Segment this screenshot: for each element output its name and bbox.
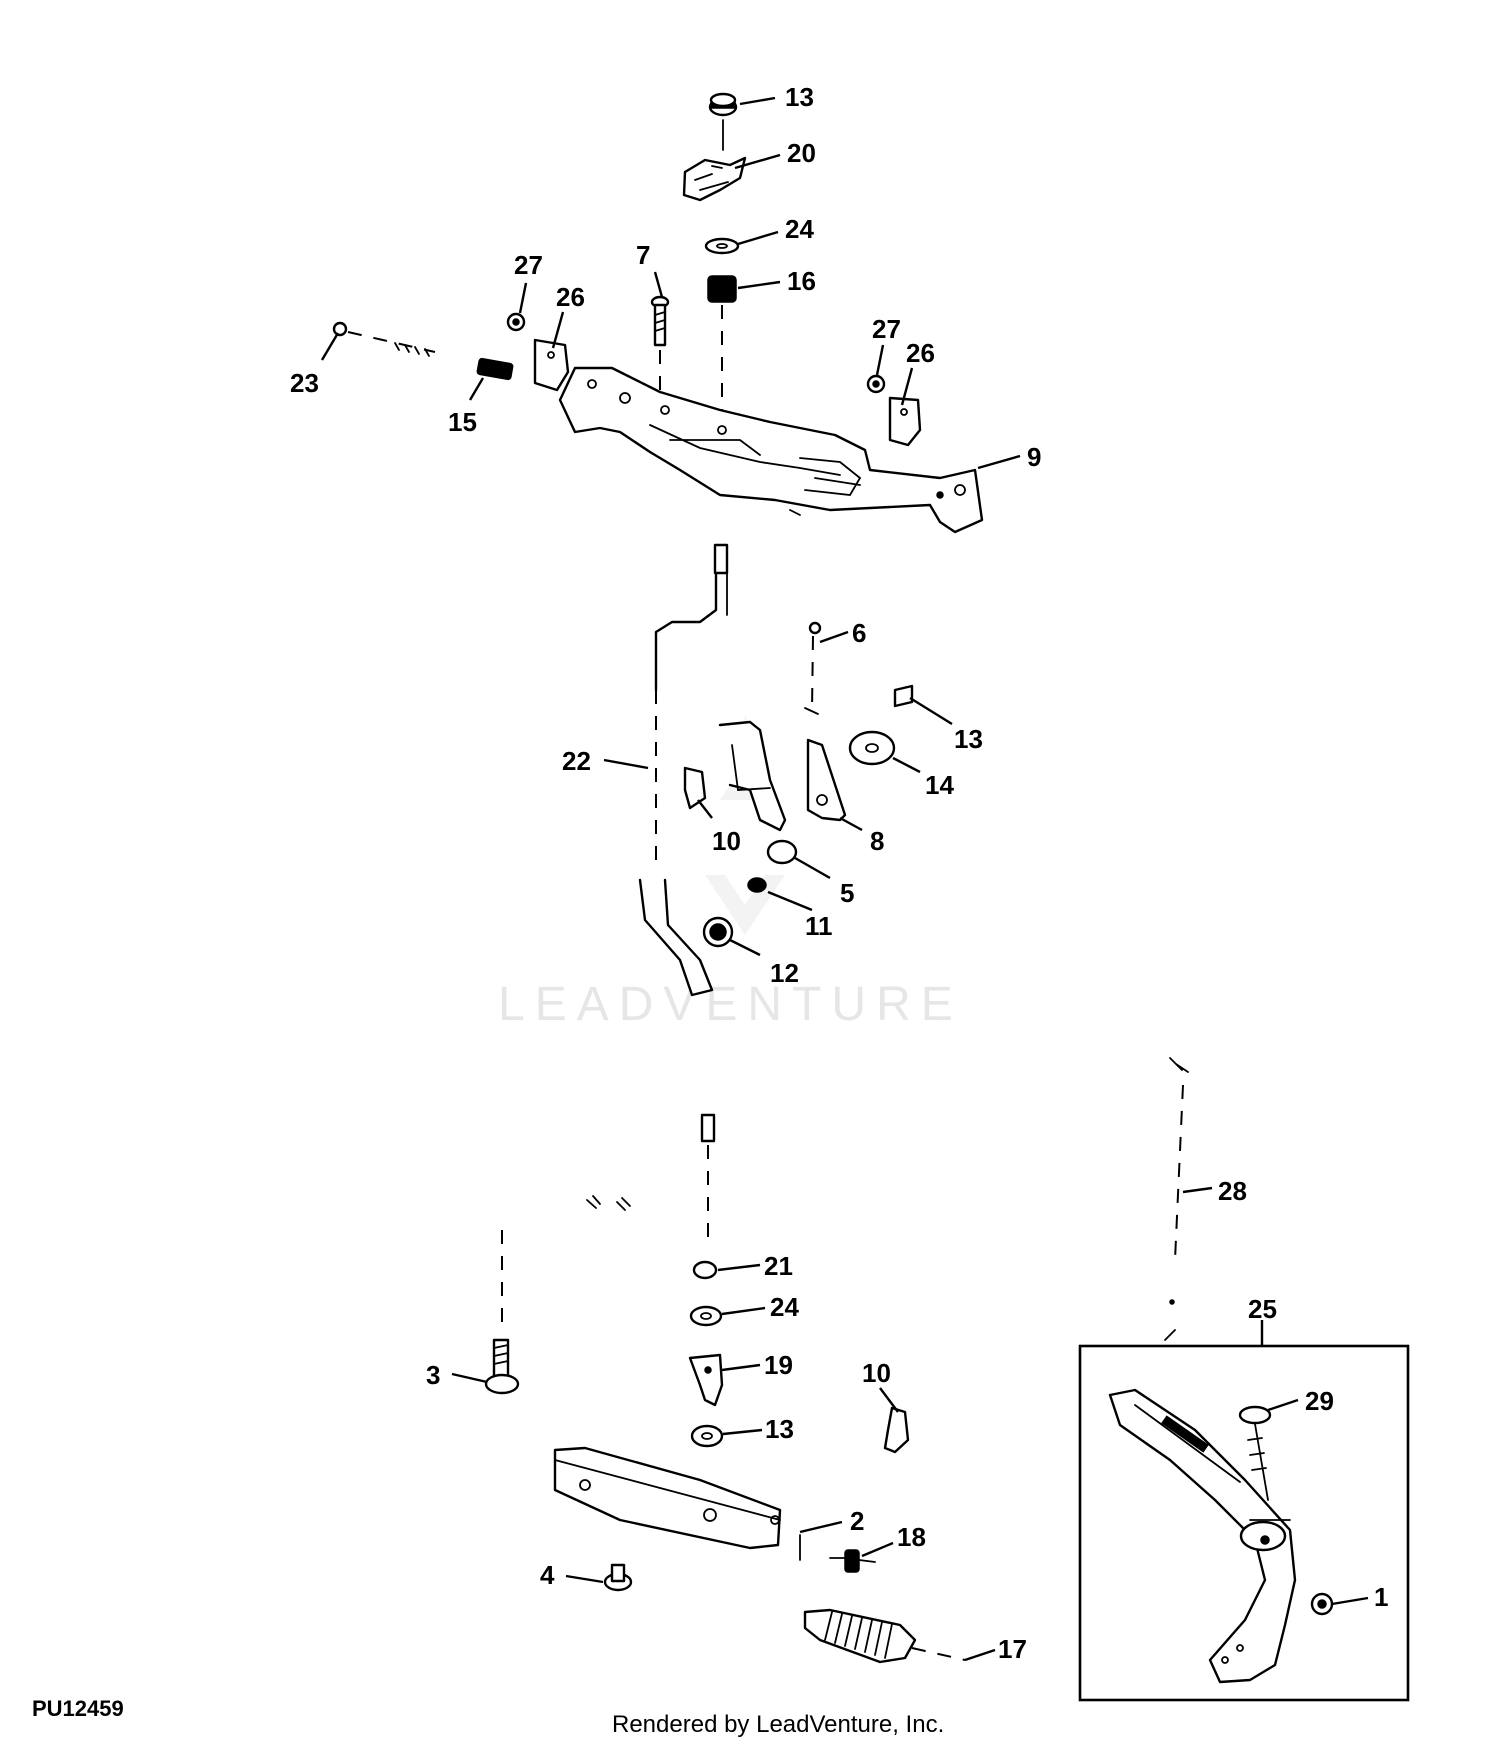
part-14-washer bbox=[848, 730, 896, 766]
callout-13-b: 13 bbox=[954, 724, 983, 754]
callout-21: 21 bbox=[764, 1251, 793, 1281]
part-19-arm bbox=[688, 1353, 724, 1407]
part-27-nut-right bbox=[866, 374, 886, 394]
callout-18: 18 bbox=[897, 1522, 926, 1552]
callout-15: 15 bbox=[448, 407, 477, 437]
callout-22: 22 bbox=[562, 746, 591, 776]
part-17-spring bbox=[803, 1608, 966, 1664]
part-15-spring bbox=[476, 357, 514, 381]
part-3-bolt bbox=[484, 1230, 520, 1395]
part-4-bolt bbox=[603, 1563, 633, 1592]
part-26-bracket-right bbox=[888, 396, 922, 447]
figure-code: PU12459 bbox=[32, 1696, 124, 1721]
part-5-washer bbox=[766, 839, 798, 865]
callout-leaders bbox=[320, 96, 1369, 1662]
part-21-bushing bbox=[692, 1260, 718, 1280]
part-18-spring bbox=[829, 1549, 876, 1573]
callout-26-b: 26 bbox=[906, 338, 935, 368]
part-23-bolt bbox=[332, 321, 436, 357]
callout-10-a: 10 bbox=[712, 826, 741, 856]
callout-14: 14 bbox=[925, 770, 954, 800]
callout-20: 20 bbox=[787, 138, 816, 168]
part-16-spring bbox=[707, 275, 737, 303]
callout-11: 11 bbox=[805, 911, 833, 941]
callout-23: 23 bbox=[290, 368, 319, 398]
part-13-top-nut bbox=[708, 92, 738, 117]
callout-1: 1 bbox=[1374, 1582, 1388, 1612]
callout-5: 5 bbox=[840, 878, 854, 908]
callout-24-b: 24 bbox=[770, 1292, 799, 1322]
part-20-clip bbox=[682, 156, 747, 202]
callout-9: 9 bbox=[1027, 442, 1041, 472]
callout-10-b: 10 bbox=[862, 1358, 891, 1388]
inset-25-box bbox=[1078, 1344, 1410, 1702]
callout-29: 29 bbox=[1305, 1386, 1334, 1416]
watermark-text: LEADVENTURE bbox=[498, 978, 963, 1031]
part-11-bushing bbox=[747, 877, 767, 893]
render-credit: Rendered by LeadVenture, Inc. bbox=[612, 1711, 944, 1738]
callout-8: 8 bbox=[870, 826, 884, 856]
callout-3: 3 bbox=[426, 1360, 440, 1390]
part-27-nut-left bbox=[506, 312, 526, 332]
part-pedal-arm bbox=[718, 720, 787, 832]
part-26-bracket-left bbox=[533, 338, 570, 392]
callout-17: 17 bbox=[998, 1634, 1027, 1664]
callout-2: 2 bbox=[850, 1506, 864, 1536]
callout-27-b: 27 bbox=[872, 314, 901, 344]
part-9-frame bbox=[558, 366, 984, 534]
callout-27-a: 27 bbox=[514, 250, 543, 280]
callout-13-a: 13 bbox=[785, 82, 814, 112]
part-13-clip-mid bbox=[893, 684, 914, 708]
part-28-rod bbox=[1164, 1057, 1189, 1341]
part-24-washer-top bbox=[704, 237, 740, 255]
part-7-bolt bbox=[650, 295, 670, 347]
part-small-links bbox=[586, 1195, 631, 1211]
part-10-clip-mid bbox=[683, 766, 707, 810]
callout-13-c: 13 bbox=[765, 1414, 794, 1444]
callout-4: 4 bbox=[540, 1560, 555, 1590]
callout-25: 25 bbox=[1248, 1294, 1277, 1324]
callout-6: 6 bbox=[852, 618, 866, 648]
callout-12: 12 bbox=[770, 958, 799, 988]
part-10-clip-lower bbox=[883, 1406, 910, 1454]
callout-19: 19 bbox=[764, 1350, 793, 1380]
part-rod-lower bbox=[700, 1113, 716, 1240]
part-13-nut-lower bbox=[690, 1424, 724, 1448]
callout-26-a: 26 bbox=[556, 282, 585, 312]
callout-24-a: 24 bbox=[785, 214, 814, 244]
part-8-lever bbox=[806, 738, 847, 822]
callout-7: 7 bbox=[636, 240, 650, 270]
callout-numbers: 13 20 24 16 7 27 26 23 15 27 26 9 6 13 2… bbox=[290, 82, 1388, 1664]
part-24-washer-lower bbox=[689, 1305, 723, 1327]
part-2-bar bbox=[553, 1446, 782, 1550]
part-6-bolt bbox=[804, 621, 822, 715]
part-12-nut bbox=[702, 916, 734, 948]
callout-16: 16 bbox=[787, 266, 816, 296]
callout-28: 28 bbox=[1218, 1176, 1247, 1206]
part-22-shaft bbox=[638, 543, 729, 997]
